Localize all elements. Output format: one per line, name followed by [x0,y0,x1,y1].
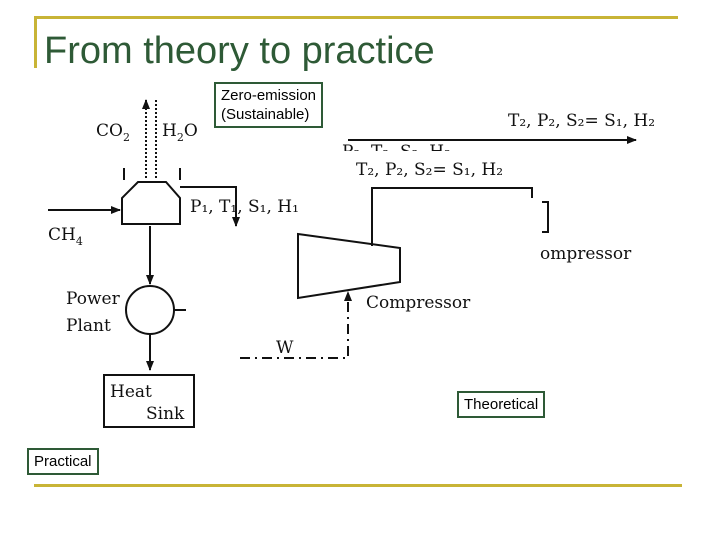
ch4-label: CH4 [48,225,83,248]
left-rule [34,16,37,68]
bottom-rule [34,484,682,487]
state-2-label: T₂, P₂, S₂= S₁, H₂ [356,160,503,180]
separator-unit [121,168,181,225]
state-1-label: P₁, T₁, S₁, H₁ [190,197,299,217]
co2-label: CO2 [96,121,130,144]
top-rule [34,16,678,19]
power-plant-label-2: Plant [66,316,111,336]
zero-emission-callout: Zero-emission (Sustainable) [214,82,324,128]
partial-state-label: P₂, T₂, S₂, H₂ [342,142,451,162]
heat-sink-label: Heat [110,382,152,402]
to-compressor-arrow [180,186,240,227]
compressor-outlet-line [371,187,533,246]
power-plant-label: Power [66,289,121,309]
zero-emission-line-1: Zero-emission [221,87,317,104]
work-input-line [240,291,352,359]
theoretical-compressor-bracket [542,201,549,233]
practical-callout: Practical [27,448,99,475]
theoretical-compressor-label: ompressor [540,244,632,264]
compressor-shape [297,232,401,300]
h2o-label: H2O [162,121,198,144]
theoretical-callout: Theoretical [457,391,546,418]
work-label: W [276,338,294,358]
slide-title: From theory to practice [44,30,435,72]
heat-sink-box [103,374,195,428]
heat-sink-label-2: Sink [146,404,185,424]
zero-emission-line-2: (Sustainable) [221,106,310,123]
compressor-label: Compressor [366,293,471,313]
state-2-top-label: T₂, P₂, S₂= S₁, H₂ [508,111,655,131]
power-plant-circle [125,285,175,335]
